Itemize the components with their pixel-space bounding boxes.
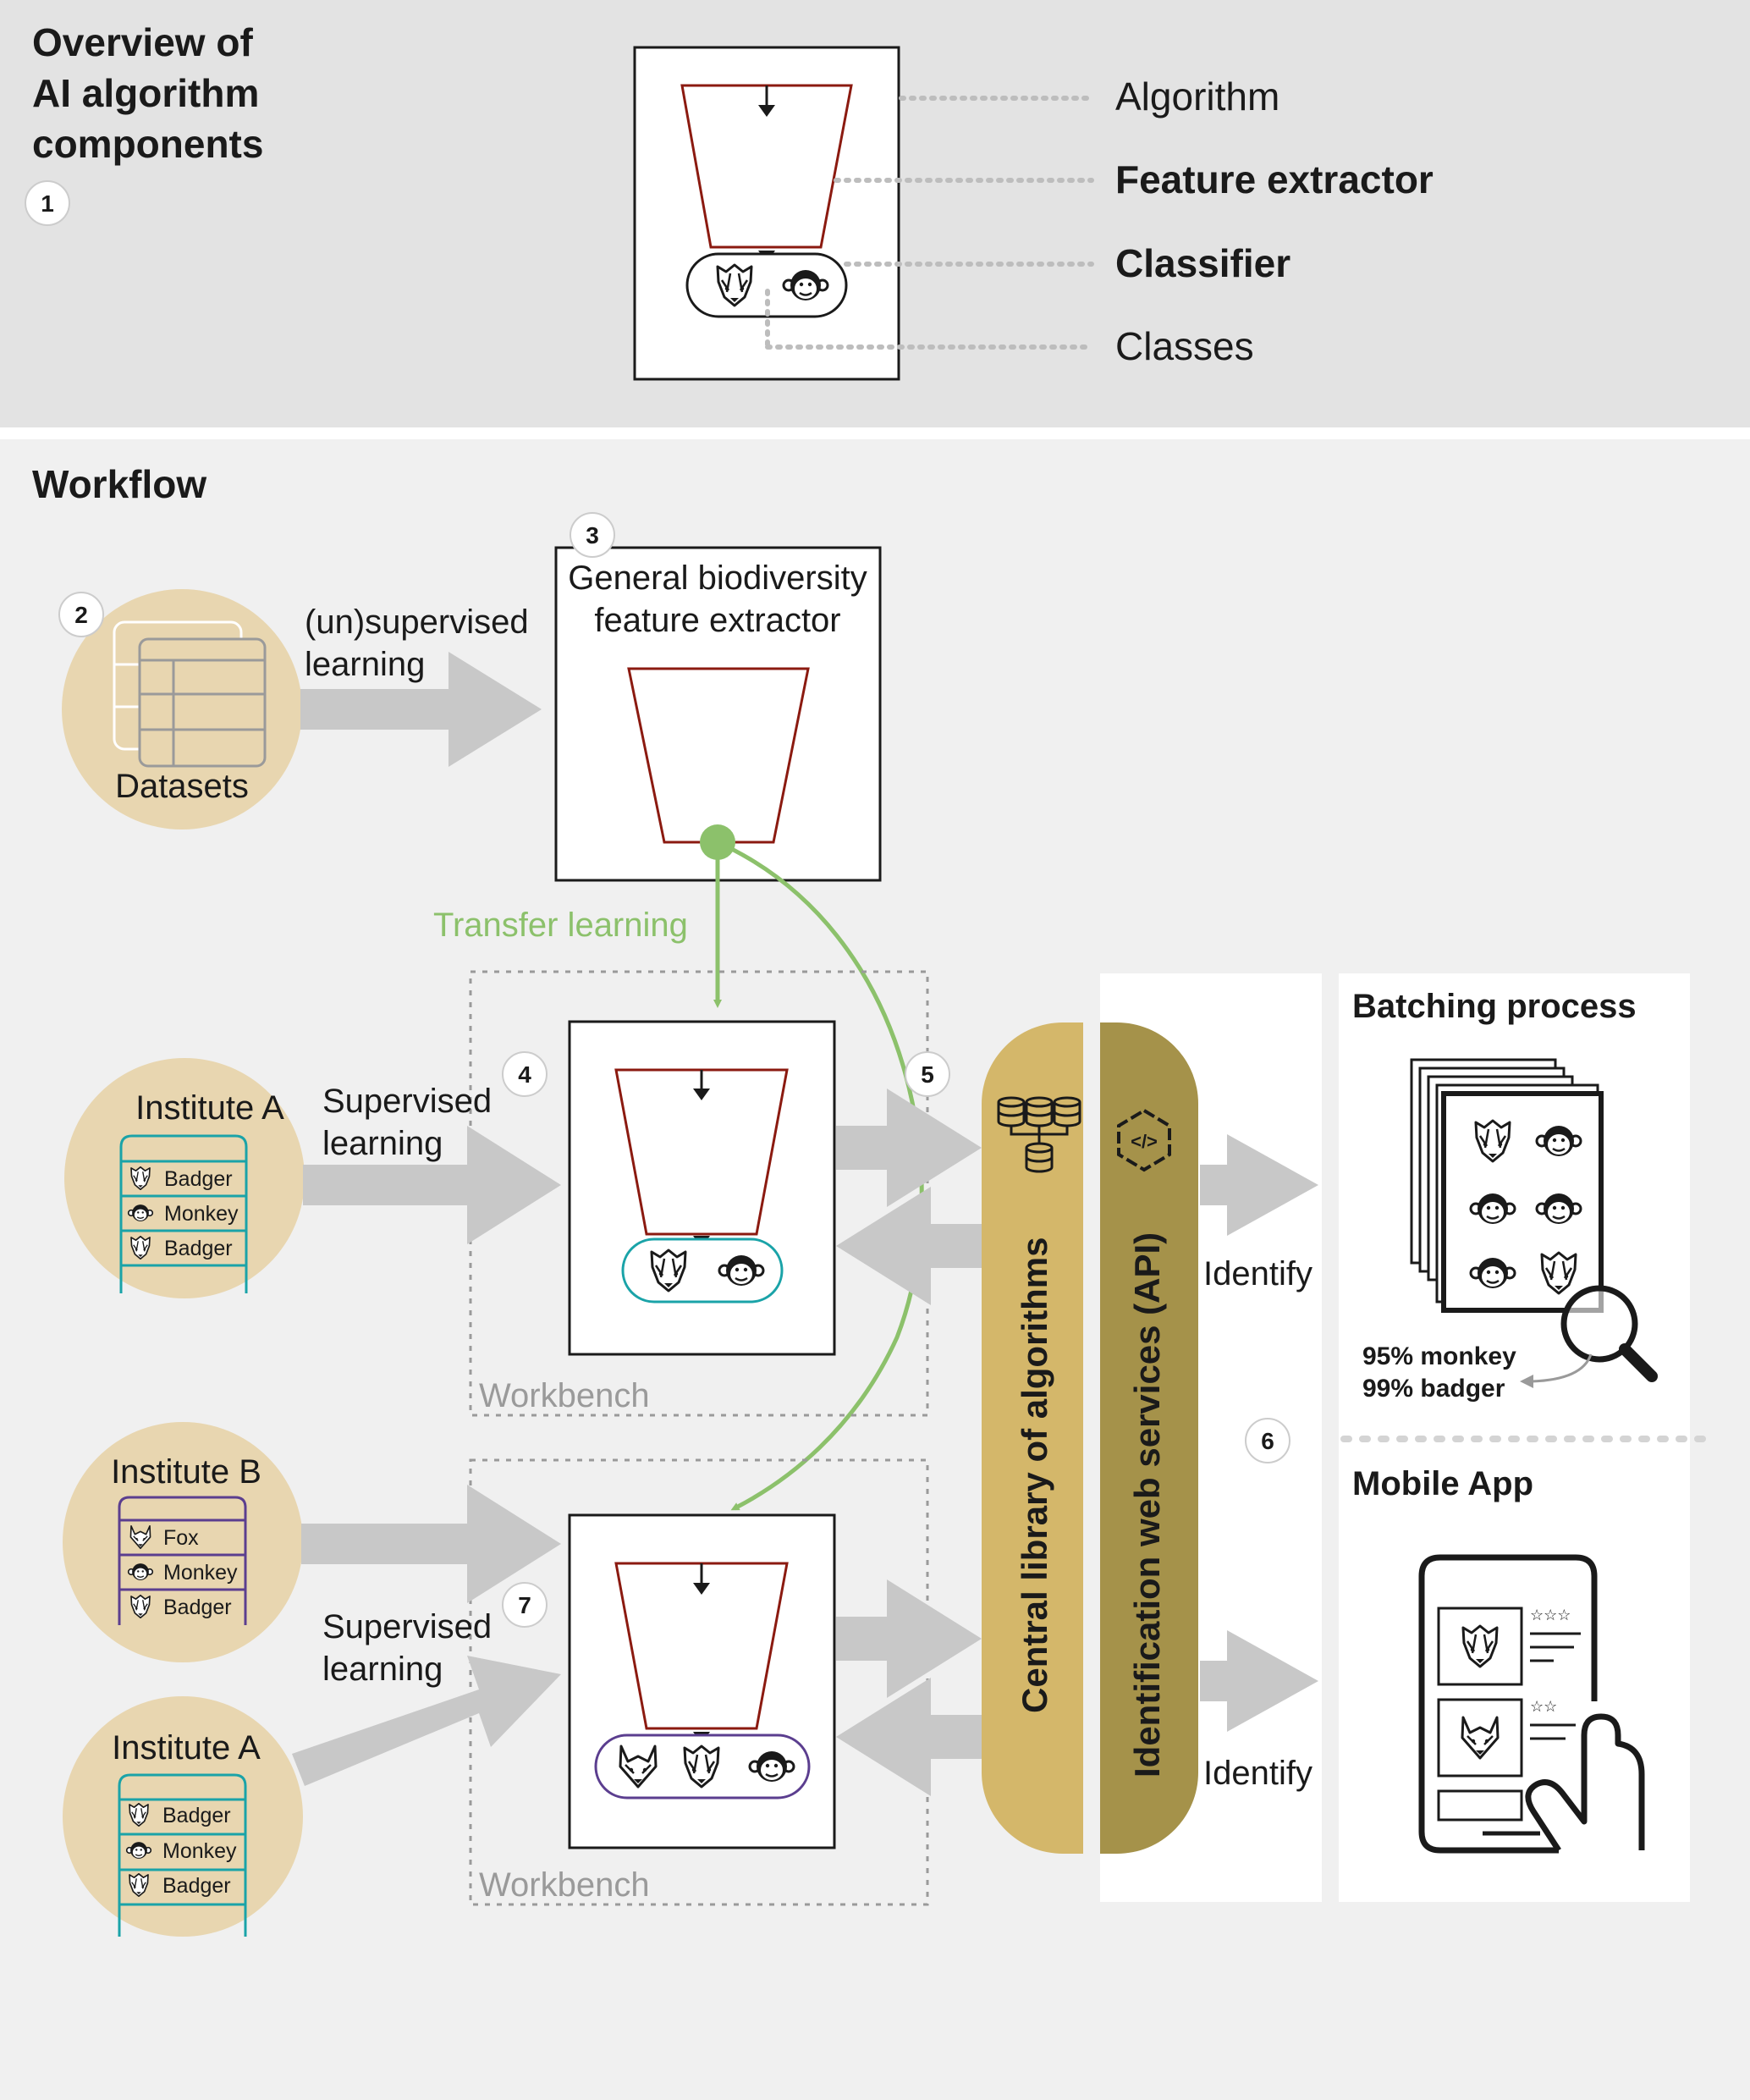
overview-title-line3: components [32, 122, 263, 166]
step-badge-7: 7 [502, 1582, 548, 1628]
supervised-bottom-line2: learning [322, 1651, 443, 1688]
step-number: 6 [1261, 1428, 1274, 1454]
list-item: Badger [164, 1237, 233, 1260]
transfer-learning-label: Transfer learning [433, 907, 688, 944]
list-item: Monkey [163, 1561, 238, 1585]
overview-title-line1: Overview of [32, 20, 253, 64]
unsupervised-label-line1: (un)supervised [305, 604, 529, 641]
step-badge-5: 5 [905, 1051, 950, 1097]
general-extractor-line2: feature extractor [594, 602, 840, 639]
batch-result-badger: 99% badger [1362, 1375, 1505, 1403]
workbench-bottom-algorithm [568, 1513, 836, 1849]
arrow-left-icon [836, 1678, 982, 1796]
general-extractor-line1: General biodiversity [568, 559, 867, 597]
step-number: 3 [586, 522, 599, 548]
institute-a-top-node: Institute A Badger Monkey Badger [64, 1058, 305, 1298]
arrow-down-icon [758, 105, 775, 117]
unsupervised-label-line2: learning [305, 646, 425, 683]
step-number: 2 [74, 602, 88, 628]
label-classes: Classes [1115, 324, 1254, 368]
magnifier-icon [1520, 1285, 1658, 1388]
supervised-top-line2: learning [322, 1125, 443, 1162]
central-library-label: Central library of algorithms [1015, 1237, 1054, 1713]
batching-title: Batching process [1352, 988, 1637, 1025]
callout-lines [765, 96, 1094, 350]
arrow-down-icon [693, 1583, 710, 1595]
web-services-label: Identification web services (API) [1127, 1232, 1167, 1778]
arrow-right-icon [300, 652, 542, 767]
feature-extractor-shape [614, 1562, 789, 1730]
rating-stars: ☆☆ [1530, 1698, 1557, 1715]
arrow-right-icon [303, 1126, 561, 1244]
step-badge-6: 6 [1245, 1418, 1290, 1463]
hand-icon [1525, 1713, 1645, 1852]
arrow-right-icon [301, 1485, 561, 1603]
rating-stars: ☆☆☆ [1530, 1607, 1571, 1623]
identify-top-label: Identify [1203, 1255, 1312, 1293]
supervised-top-line1: Supervised [322, 1083, 492, 1120]
api-gear-icon: </> [1117, 1108, 1171, 1172]
arrow-left-icon [836, 1187, 982, 1305]
phone-icon: ☆☆☆ ☆☆ ☆ [1418, 1554, 1645, 1854]
list-item: Badger [162, 1804, 231, 1827]
step-number: 5 [921, 1061, 934, 1088]
database-icon [997, 1096, 1081, 1173]
label-feature-extractor: Feature extractor [1115, 157, 1434, 201]
institute-a-top-name: Institute A [135, 1089, 284, 1127]
table-icon [138, 637, 267, 768]
step-badge-2: 2 [58, 592, 104, 637]
workbench-top-algorithm [568, 1020, 836, 1356]
label-algorithm: Algorithm [1115, 74, 1279, 119]
workbench-top-label: Workbench [479, 1377, 650, 1414]
algorithm-card [633, 46, 900, 381]
step-number: 4 [518, 1061, 531, 1088]
feature-extractor-shape [614, 1068, 789, 1236]
arrow-down-icon [693, 1089, 710, 1100]
central-library-pill [982, 1022, 1083, 1854]
list-item: Badger [162, 1874, 231, 1898]
supervised-bottom-line1: Supervised [322, 1608, 492, 1645]
batch-stack [1410, 1058, 1604, 1313]
panel-divider [0, 427, 1750, 439]
identify-bottom-label: Identify [1203, 1755, 1312, 1792]
workbench-bottom-label: Workbench [479, 1866, 650, 1904]
arrow-right-icon [836, 1089, 982, 1207]
institute-b-node: Institute B Fox Monkey Badger [63, 1422, 303, 1662]
list-item: Monkey [164, 1202, 239, 1226]
mobile-app-title: Mobile App [1352, 1465, 1533, 1502]
feature-extractor-shape [627, 667, 810, 844]
list-item: Fox [163, 1526, 199, 1550]
step-badge-4: 4 [502, 1051, 548, 1097]
arrow-right-icon [292, 1656, 561, 1786]
arrow-right-icon [1200, 1134, 1318, 1236]
institute-b-name: Institute B [111, 1453, 261, 1491]
label-classifier: Classifier [1115, 241, 1290, 285]
arrow-right-icon [1200, 1630, 1318, 1732]
list-item: Badger [163, 1596, 232, 1619]
datasets-label: Datasets [115, 768, 249, 805]
institute-a-bottom-name: Institute A [112, 1729, 261, 1767]
step-badge-1: 1 [25, 180, 70, 226]
overview-title-line2: AI algorithm [32, 71, 259, 115]
institute-a-bottom-node: Institute A Badger Monkey Badger [63, 1696, 303, 1937]
batch-result-monkey: 95% monkey [1362, 1342, 1516, 1370]
arrow-right-icon [836, 1579, 982, 1698]
step-number: 7 [518, 1592, 531, 1618]
step-number: 1 [41, 190, 54, 217]
web-services-pill [1100, 1022, 1198, 1854]
list-item: Monkey [162, 1839, 237, 1863]
datasets-node: Datasets [62, 589, 302, 830]
code-symbol: </> [1131, 1131, 1158, 1152]
list-item: Badger [164, 1167, 233, 1191]
workflow-title: Workflow [32, 462, 206, 506]
feature-extractor-shape [680, 84, 853, 249]
step-badge-3: 3 [570, 512, 615, 558]
